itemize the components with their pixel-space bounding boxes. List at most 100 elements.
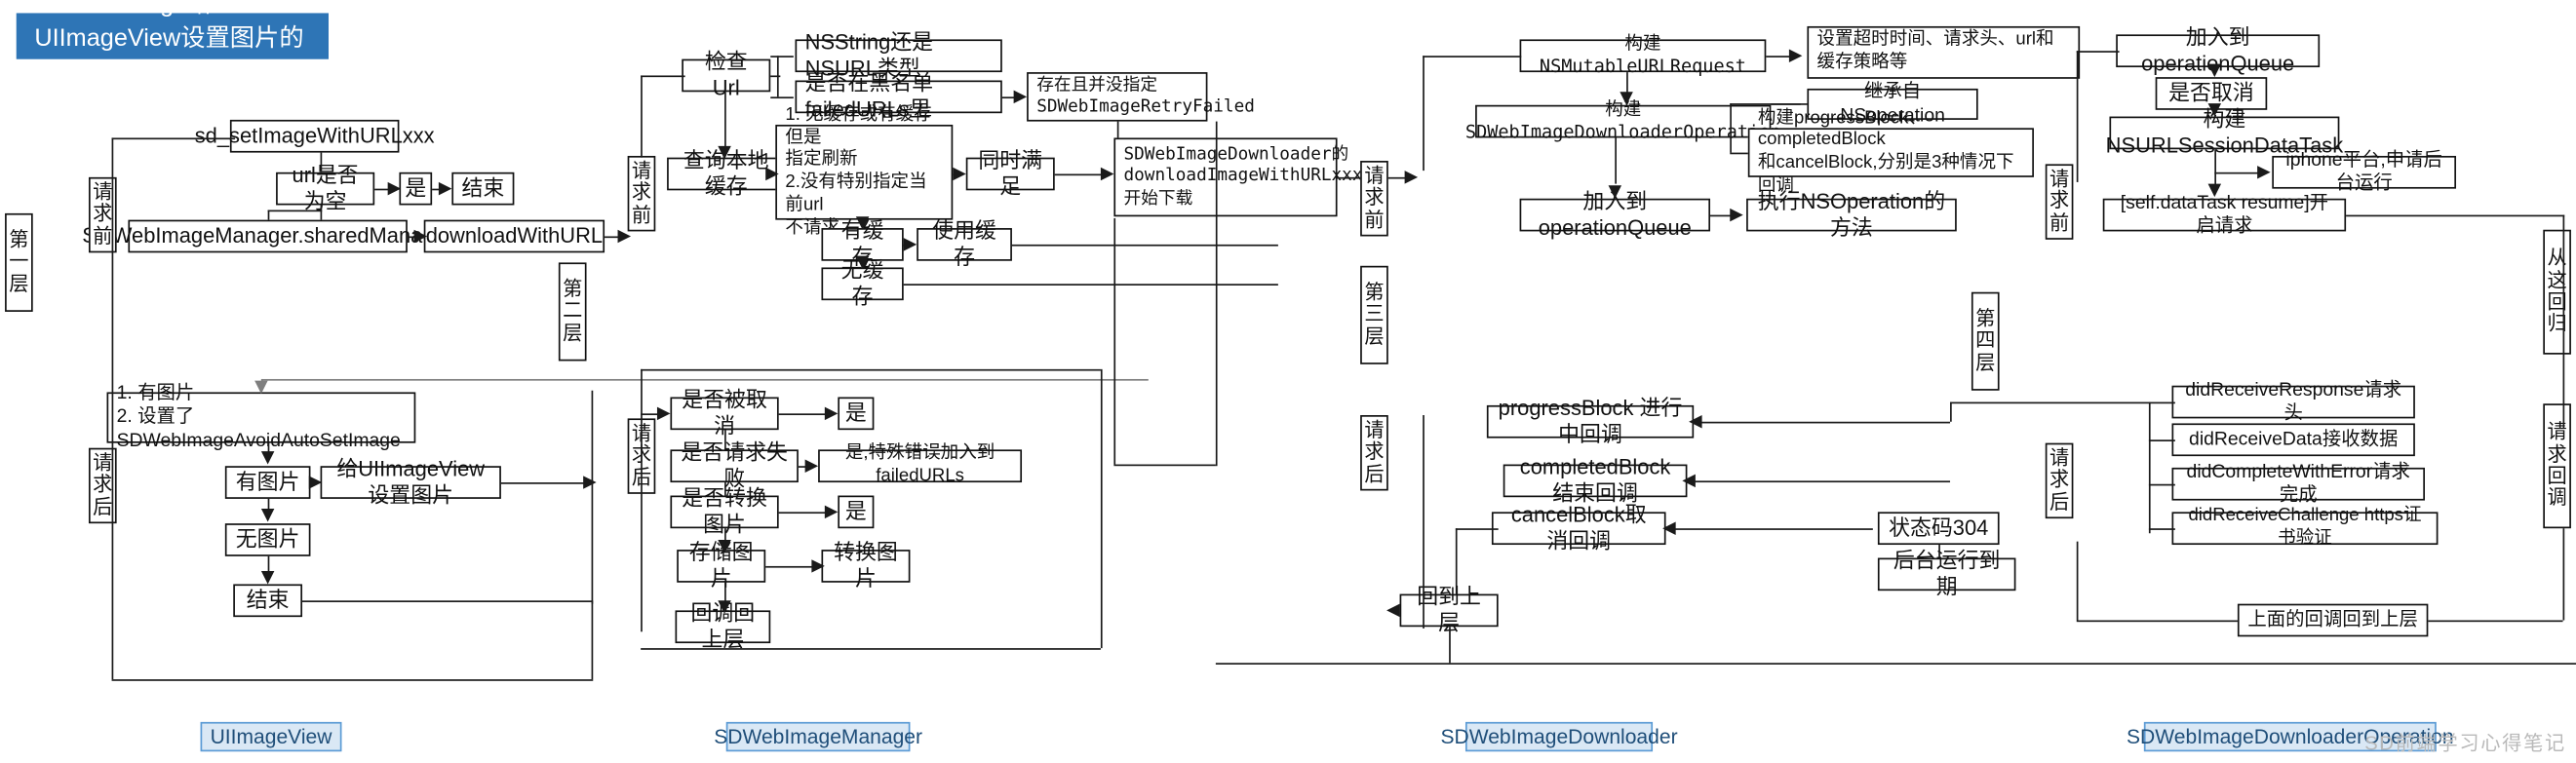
lane-char: 调 xyxy=(2547,486,2567,510)
connector xyxy=(605,236,625,239)
lane-label-layer-4: 第 四 层 xyxy=(1971,291,2000,391)
connector xyxy=(1215,663,2576,665)
connector xyxy=(641,368,643,632)
lane-label-layer-2: 第 二 层 xyxy=(558,262,587,362)
node-no-image: 无图片 xyxy=(224,523,311,556)
connector xyxy=(2148,439,2175,441)
lane-label-return-here: 从 这 回 归 xyxy=(2543,229,2571,355)
node-did-receive-data: didReceiveData接收数据 xyxy=(2171,423,2415,457)
node-callback-up: 回调回上层 xyxy=(675,600,771,651)
connector xyxy=(724,528,726,551)
connector xyxy=(1730,103,1732,153)
lane-char: 第 xyxy=(9,227,29,251)
connector xyxy=(1100,368,1103,649)
lane-char: 从 xyxy=(2547,246,2567,270)
connector xyxy=(778,512,829,515)
arrowhead xyxy=(953,166,966,180)
lane-char: 一 xyxy=(9,249,29,273)
arrowhead xyxy=(1404,170,1419,183)
lane-char: 三 xyxy=(1364,302,1385,325)
lane-char: 前 xyxy=(631,203,652,226)
lane-char: 求 xyxy=(93,202,113,226)
connector xyxy=(770,96,794,99)
arrowhead xyxy=(260,570,274,585)
connector xyxy=(267,210,270,220)
arrowhead xyxy=(413,228,428,243)
node-need-transform: 是否转换图片 xyxy=(670,485,779,537)
lane-char: 第 xyxy=(1975,306,1996,330)
footer-label-uiimageview: UIImageView xyxy=(200,721,342,752)
connector xyxy=(2076,51,2120,53)
arrowhead xyxy=(1730,208,1743,221)
node-query-local-cache: 查询本地缓存 xyxy=(667,147,786,199)
connector xyxy=(1626,72,1628,99)
lane-label-request-before-4: 请 求 前 xyxy=(2045,164,2074,240)
node-transform-image: 转换图片 xyxy=(821,540,911,591)
lane-char: 前 xyxy=(2049,210,2070,235)
node-use-cache: 使用缓存 xyxy=(917,218,1012,269)
connector xyxy=(1423,415,1425,629)
lane-char: 第 xyxy=(563,277,583,300)
node-build-datatask: 构建NSURLSessionDataTask xyxy=(2105,106,2344,158)
lane-char: 这 xyxy=(2547,268,2567,291)
node-request-settings: 设置超时时间、请求头、url和 缓存策略等 xyxy=(1807,25,2081,79)
connector xyxy=(1615,137,1617,184)
lane-char: 请 xyxy=(1364,164,1385,187)
node-shared-manager: SDWebImageManager.sharedManager xyxy=(82,219,453,253)
lane-char: 求 xyxy=(2547,441,2567,466)
arrowhead xyxy=(717,145,730,160)
arrowhead xyxy=(583,475,597,488)
lane-label-request-after-3: 请 求 后 xyxy=(1360,415,1388,491)
node-has-image: 有图片 xyxy=(224,466,311,499)
node-did-receive-challenge: didReceiveChallenge https证书验证 xyxy=(2171,506,2439,548)
lane-char: 层 xyxy=(9,272,29,295)
connector xyxy=(2076,51,2079,182)
lane-char: 后 xyxy=(2049,490,2070,514)
connector xyxy=(374,188,392,191)
arrowhead xyxy=(1100,166,1114,180)
lane-char: 请 xyxy=(93,179,113,204)
connector xyxy=(1455,528,1499,530)
lane-char: 求 xyxy=(2049,468,2070,491)
arrowhead xyxy=(656,405,671,420)
connector xyxy=(2214,172,2261,174)
node-is-cancelled: 是否被取消 xyxy=(670,387,779,439)
connector xyxy=(591,600,594,680)
diagram-title: SDWebImage给UIImageView设置图片的运行图 xyxy=(16,0,329,86)
arrowhead xyxy=(254,380,267,395)
arrowhead xyxy=(308,475,323,488)
connector xyxy=(2428,620,2563,623)
node-store-image: 存储图片 xyxy=(677,540,766,591)
arrowhead xyxy=(804,458,819,473)
connector xyxy=(2562,214,2565,429)
arrowhead xyxy=(2257,165,2271,178)
connector xyxy=(432,188,441,191)
arrowhead xyxy=(765,166,779,180)
connector xyxy=(111,137,235,140)
node-avoid-autoset-conditions: 1. 有图片 2. 设置了SDWebImageAvoidAutoSetImage xyxy=(106,384,416,451)
lane-char: 前 xyxy=(1364,208,1385,231)
connector xyxy=(1215,121,1218,467)
node-end-bottom: 结束 xyxy=(233,584,303,618)
arrowhead xyxy=(855,216,869,230)
connector xyxy=(1938,545,1940,558)
lane-char: 求 xyxy=(631,180,652,205)
connector xyxy=(1710,214,1737,217)
arrowhead xyxy=(1662,520,1676,535)
arrowhead xyxy=(2206,183,2221,198)
lane-char: 求 xyxy=(1364,439,1385,464)
connector xyxy=(260,378,1149,381)
lane-label-request-before-3: 请 求 前 xyxy=(1360,161,1388,237)
connector xyxy=(1449,627,1451,664)
arrowhead xyxy=(617,228,632,243)
connector xyxy=(1687,480,1951,483)
node-back-to-upper: 回到上层 xyxy=(1399,584,1499,635)
lane-char: 回 xyxy=(2547,464,2567,488)
node-exists-no-retry: 存在且并没指定 SDWebImageRetryFailed xyxy=(1027,72,1255,122)
node-build-blocks: 构建progressBlock、completedBlock 和cancelBl… xyxy=(1747,107,2034,195)
arrowhead xyxy=(1386,602,1400,617)
node-both-satisfied: 同时满足 xyxy=(965,147,1055,199)
connector xyxy=(1423,56,1522,57)
arrowhead xyxy=(717,539,730,553)
connector xyxy=(320,152,323,172)
